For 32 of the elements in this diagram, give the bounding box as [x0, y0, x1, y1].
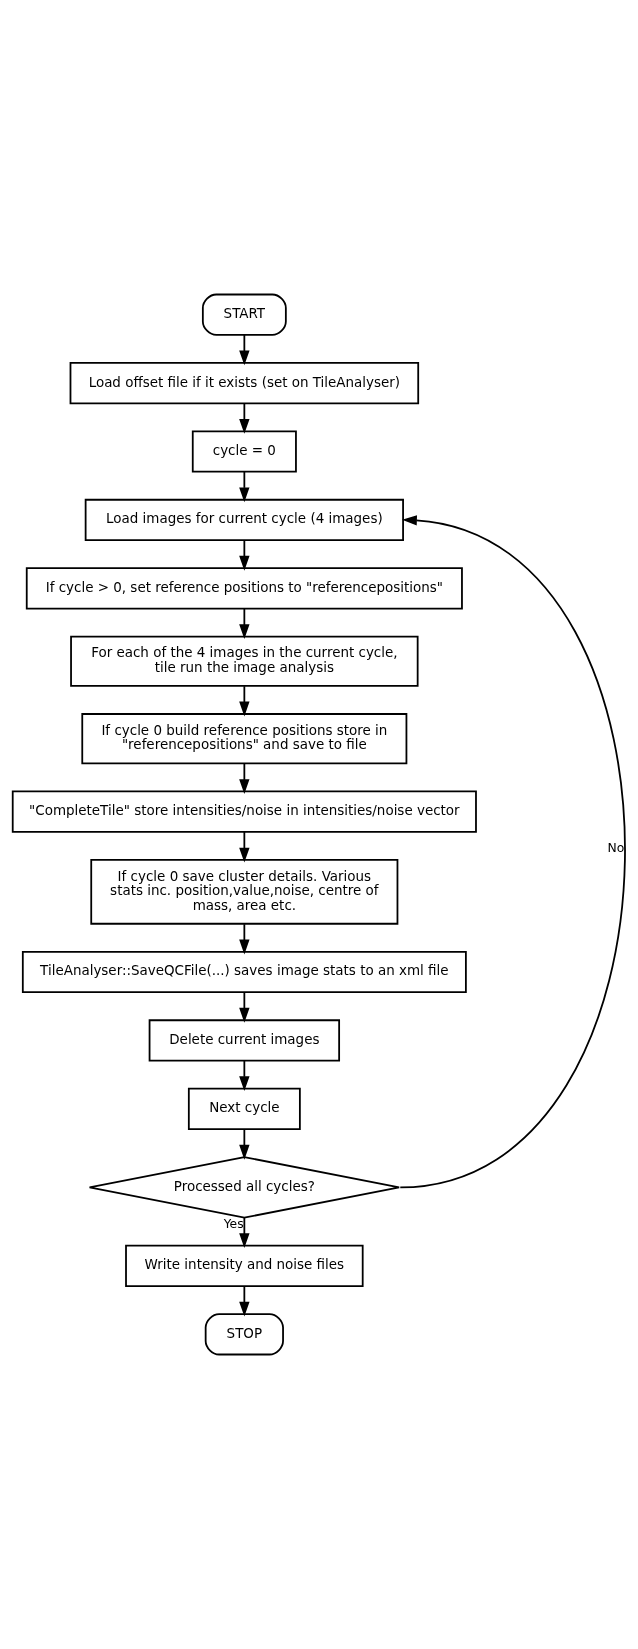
- edge-label: Yes: [223, 1216, 244, 1231]
- arrow: [239, 991, 250, 1023]
- arrow: [239, 470, 250, 503]
- node-box: Load images for current cycle (4 images): [84, 498, 404, 542]
- node-box: If cycle > 0, set reference positions to "referencepositions": [25, 567, 463, 610]
- node-box: "CompleteTile" store intensities/noise in intensities/noise vector: [11, 790, 477, 833]
- arrow: [239, 831, 250, 863]
- arrow: [239, 1216, 250, 1249]
- node-box: If cycle 0 save cluster details. Various stats inc. position,value,noise, centre of mass, area etc.: [90, 858, 399, 925]
- node-diamond: Processed all cycles?: [88, 1156, 401, 1219]
- node-box: For each of the 4 images in the current cycle, tile run the image analysis: [70, 635, 419, 687]
- arrow: [239, 923, 250, 955]
- arrow: [239, 402, 250, 434]
- node-box: STOP: [204, 1313, 284, 1356]
- node-box: TileAnalyser::SaveQCFile(...) saves image stats to an xml file: [21, 950, 467, 994]
- arrow: [399, 515, 626, 1189]
- node-box: cycle = 0: [191, 430, 297, 473]
- node-box: START: [201, 293, 287, 336]
- node-box: If cycle 0 build reference positions store in "referencepositions" and save to file: [81, 713, 408, 765]
- node-box: Delete current images: [148, 1019, 341, 1062]
- arrow: [239, 1285, 250, 1317]
- arrow: [239, 685, 250, 717]
- edge-label: No: [607, 841, 625, 856]
- arrow: [239, 539, 250, 571]
- arrow: [239, 1128, 250, 1160]
- node-box: Load offset file if it exists (set on TileAnalyser): [69, 362, 420, 405]
- arrow: [239, 334, 250, 366]
- arrow: [239, 1059, 250, 1092]
- node-box: Next cycle: [187, 1087, 301, 1130]
- node-box: Write intensity and noise files: [125, 1244, 364, 1287]
- arrow: [239, 762, 250, 794]
- arrow: [239, 607, 250, 640]
